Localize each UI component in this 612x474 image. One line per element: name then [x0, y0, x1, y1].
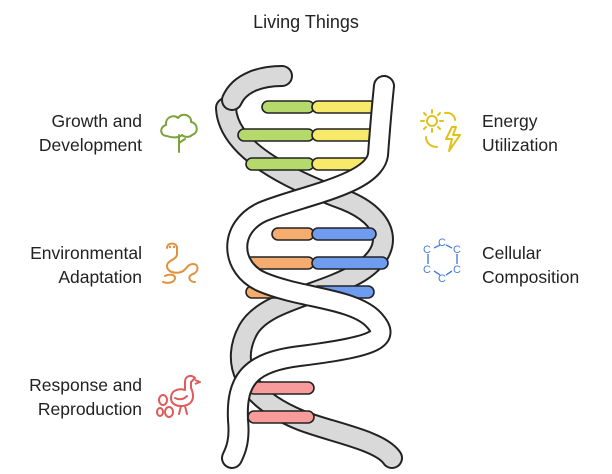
worm-icon — [162, 242, 199, 284]
diagram-title: Living Things — [253, 12, 359, 32]
carbon-ring-icon: C C C C C C — [423, 238, 461, 285]
carbon-atom: C — [453, 264, 461, 276]
rung — [271, 227, 315, 241]
rung — [247, 381, 315, 395]
rung — [245, 157, 315, 171]
bird-eggs-icon — [156, 374, 201, 418]
carbon-atom: C — [438, 273, 446, 285]
rung — [311, 256, 389, 270]
rung — [311, 227, 377, 241]
label-growth-development: Growth and Development — [38, 111, 142, 155]
rung — [261, 100, 315, 114]
carbon-atom: C — [423, 244, 431, 256]
label-cellular-composition: Cellular Composition — [482, 243, 580, 287]
label-energy-utilization: Energy Utilization — [482, 111, 558, 155]
carbon-atom: C — [423, 264, 431, 276]
tree-icon — [160, 113, 198, 153]
carbon-atom: C — [453, 244, 461, 256]
sun-lightning-icon — [420, 109, 461, 152]
label-environmental-adaptation: Environmental Adaptation — [30, 243, 142, 287]
label-response-reproduction: Response and Reproduction — [29, 375, 142, 419]
rung — [311, 100, 377, 114]
carbon-atom: C — [438, 238, 446, 249]
rung — [247, 410, 315, 424]
rung — [237, 128, 315, 142]
